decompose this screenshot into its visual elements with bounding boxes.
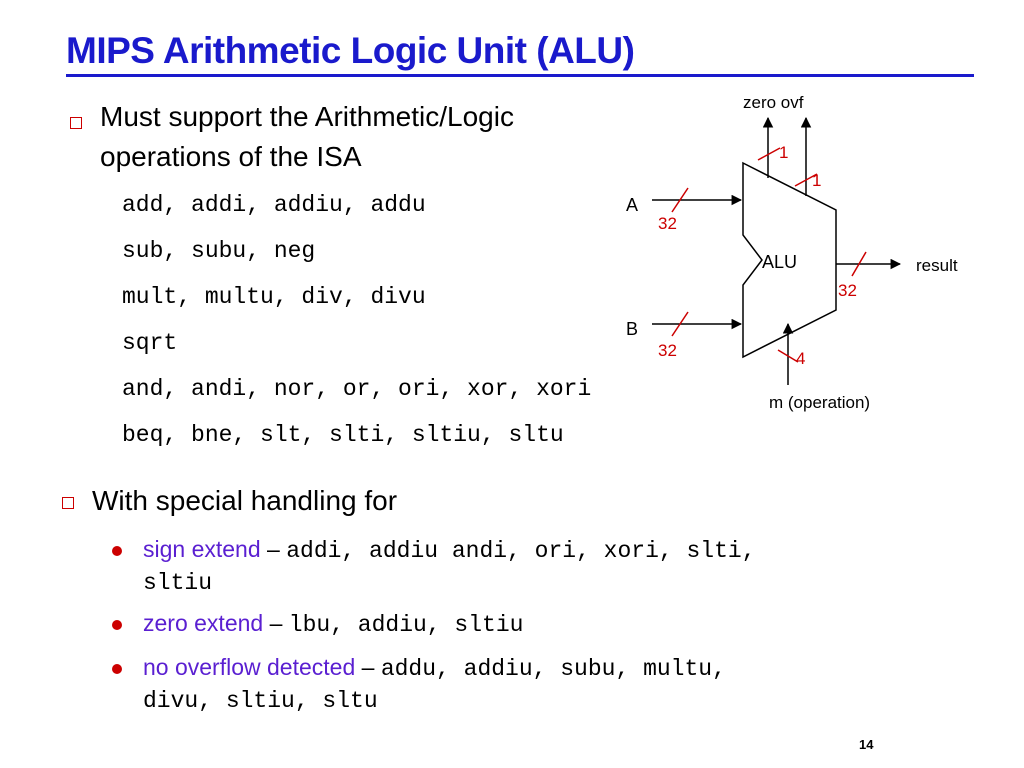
- input-a-slash: [671, 187, 689, 213]
- ovf-slash: [794, 173, 818, 187]
- op-row: beq, bne, slt, slti, sltiu, sltu: [122, 422, 564, 448]
- sub-item-no-overflow: no overflow detected – addu, addiu, subu…: [143, 652, 943, 716]
- page-number: 14: [859, 737, 874, 752]
- input-a-label: A: [626, 195, 638, 215]
- square-bullet-icon: [70, 112, 82, 135]
- sub-item-zero-extend: zero extend – lbu, addiu, sltiu: [143, 608, 943, 640]
- sub-item-separator: –: [260, 536, 287, 562]
- title-underline: [66, 74, 974, 77]
- bullet1-line1: Must support the Arithmetic/Logic: [100, 101, 514, 132]
- sub-item-ops: addi, addiu andi, ori, xori, slti,: [286, 538, 756, 564]
- op-slash: [777, 349, 799, 363]
- round-bullet-icon: [112, 546, 122, 556]
- op-width: 4: [796, 349, 805, 368]
- op-label: m (operation): [769, 393, 870, 412]
- outputs-label: zero ovf: [743, 93, 804, 112]
- result-width: 32: [838, 281, 857, 300]
- sub-item-separator: –: [263, 610, 289, 636]
- op-row: sqrt: [122, 330, 178, 356]
- sub-item-label: no overflow detected: [143, 654, 356, 680]
- zero-width: 1: [779, 143, 788, 162]
- bullet1-line2: operations of the ISA: [100, 141, 362, 172]
- result-slash: [851, 251, 867, 277]
- result-label: result: [916, 256, 958, 275]
- ovf-width: 1: [812, 171, 821, 190]
- sub-item-separator: –: [355, 654, 381, 680]
- input-a-width: 32: [658, 214, 677, 233]
- alu-shape: [742, 161, 837, 359]
- sub-item-label: sign extend: [143, 536, 261, 562]
- square-bullet-icon: [62, 492, 74, 515]
- sub-item-ops-cont: sltiu: [143, 570, 213, 596]
- slide-title: MIPS Arithmetic Logic Unit (ALU): [66, 30, 635, 71]
- sub-item-ops-cont: divu, sltiu, sltu: [143, 688, 378, 714]
- op-row: and, andi, nor, or, ori, xor, xori: [122, 376, 592, 402]
- input-b-slash: [671, 311, 689, 337]
- input-b-label: B: [626, 319, 638, 339]
- sub-item-sign-extend: sign extend – addi, addiu andi, ori, xor…: [143, 534, 943, 598]
- zero-slash: [757, 147, 781, 161]
- bullet2-text: With special handling for: [92, 485, 398, 516]
- input-b-width: 32: [658, 341, 677, 360]
- op-row: sub, subu, neg: [122, 238, 316, 264]
- sub-item-ops: addu, addiu, subu, multu,: [380, 656, 726, 682]
- sub-item-ops: lbu, addiu, sltiu: [288, 612, 524, 638]
- round-bullet-icon: [112, 664, 122, 674]
- sub-item-label: zero extend: [143, 610, 264, 636]
- round-bullet-icon: [112, 620, 122, 630]
- op-row: add, addi, addiu, addu: [122, 192, 426, 218]
- op-row: mult, multu, div, divu: [122, 284, 426, 310]
- alu-label: ALU: [762, 252, 797, 272]
